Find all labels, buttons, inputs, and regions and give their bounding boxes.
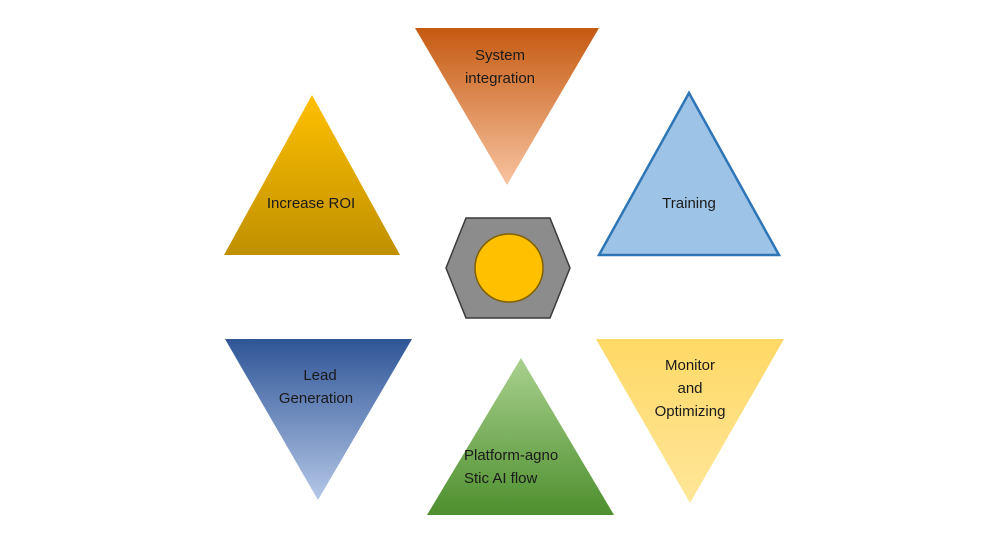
label-monitor-optimizing-line1: Monitor (665, 357, 715, 374)
label-monitor-optimizing-line2: and (677, 380, 702, 397)
label-training: Training (662, 195, 716, 212)
triangle-increase-roi (224, 95, 400, 255)
triangle-platform-agnostic (427, 358, 614, 515)
node-training: Training (596, 90, 782, 257)
node-increase-roi: Increase ROI (224, 95, 400, 255)
center-circle (474, 233, 544, 303)
label-system-integration-line2: integration (465, 70, 535, 87)
node-monitor-optimizing: Monitor and Optimizing (596, 339, 784, 503)
label-platform-agnostic-line1: Platform-agno (464, 447, 558, 464)
label-monitor-optimizing-line3: Optimizing (655, 403, 726, 420)
label-system-integration-line1: System (475, 47, 525, 64)
label-lead-generation-line2: Generation (279, 390, 353, 407)
triangle-lead-generation (225, 339, 412, 500)
node-platform-agnostic: Platform-agno Stic AI flow (427, 358, 614, 515)
label-platform-agnostic-line2: Stic AI flow (464, 470, 538, 487)
triangle-system-integration (415, 28, 599, 185)
center-hub (445, 217, 571, 319)
triangle-monitor-optimizing (596, 339, 784, 503)
label-increase-roi: Increase ROI (267, 195, 355, 212)
node-system-integration: System integration (415, 28, 599, 185)
triangle-training (596, 90, 782, 257)
node-lead-generation: Lead Generation (225, 339, 412, 500)
label-lead-generation-line1: Lead (303, 367, 336, 384)
